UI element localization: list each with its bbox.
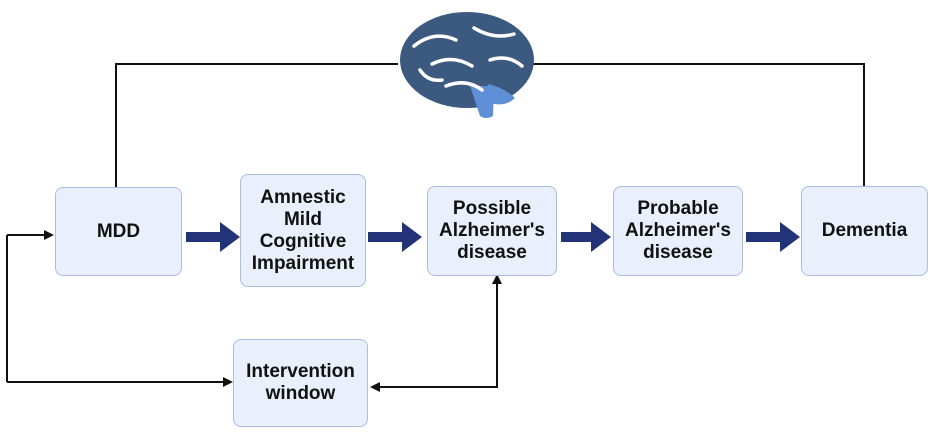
arrow-to-possible-ad xyxy=(492,274,502,284)
node-possible-ad: Possible Alzheimer's disease xyxy=(427,186,557,276)
top-link-left xyxy=(115,63,398,187)
node-probable-ad: Probable Alzheimer's disease xyxy=(613,186,743,276)
node-mdd: MDD xyxy=(55,187,182,276)
progression-arrow-1 xyxy=(186,222,240,252)
arrow-to-intervention-right xyxy=(370,382,380,392)
progression-arrow-3 xyxy=(561,222,611,252)
brain-icon xyxy=(400,12,534,118)
node-intervention-window: Intervention window xyxy=(233,339,368,427)
right-bracket-line xyxy=(373,278,498,388)
progression-arrow-2 xyxy=(368,222,422,252)
top-link-right xyxy=(532,63,865,187)
node-amnestic-mci: Amnestic Mild Cognitive Impairment xyxy=(240,174,366,287)
progression-arrow-4 xyxy=(746,222,800,252)
node-dementia: Dementia xyxy=(801,186,928,276)
